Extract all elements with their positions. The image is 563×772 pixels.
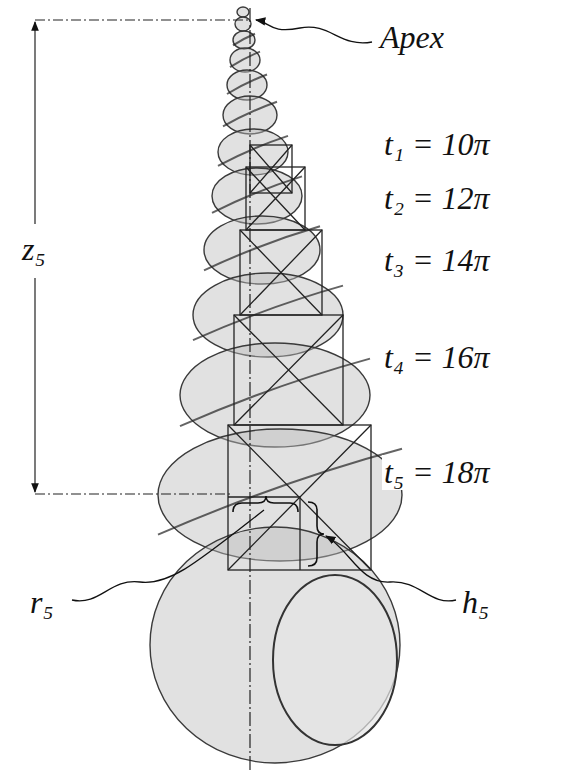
apex-leader	[256, 20, 372, 43]
box-cross	[246, 167, 305, 230]
label-text: t₅ = 18π	[382, 455, 492, 490]
brackets	[233, 496, 324, 566]
shell-whorl	[150, 527, 400, 763]
label-text: h₅	[460, 585, 491, 620]
square-box	[246, 167, 305, 230]
shell-suture	[233, 34, 255, 46]
shell-axis	[249, 8, 250, 770]
shell-suture	[158, 449, 402, 535]
inner-box-lines	[228, 497, 300, 570]
dimension-extension	[35, 19, 250, 20]
square-box	[240, 230, 322, 315]
dimension-line	[34, 278, 35, 492]
shell-suture	[204, 226, 320, 270]
box-cross	[250, 145, 292, 193]
shell-whorls	[150, 7, 402, 763]
r-brace	[233, 496, 298, 512]
r-leader	[72, 510, 264, 601]
label-text: Apex	[378, 20, 446, 55]
h-brace	[308, 502, 324, 566]
shell-suture	[180, 359, 370, 427]
shell-whorl	[237, 7, 249, 17]
dimension-extension	[35, 493, 232, 494]
shell-whorl	[230, 48, 260, 72]
square-box	[250, 145, 292, 193]
label-text: z₅	[20, 232, 48, 267]
shell-whorl	[233, 31, 255, 49]
label-text: t₃ = 14π	[382, 243, 492, 278]
z-dimension	[35, 20, 250, 494]
shell-suture	[227, 75, 267, 95]
label-text: r₅	[28, 585, 56, 620]
shell-aperture	[273, 575, 397, 745]
dimension-line	[34, 22, 35, 224]
label-text: t₂ = 12π	[382, 181, 492, 216]
shell-suture	[230, 52, 260, 68]
leader-lines	[72, 20, 456, 601]
shell-whorl	[235, 17, 251, 31]
h-leader	[326, 536, 456, 601]
label-text: t₁ = 10π	[382, 127, 492, 162]
shell-suture	[212, 176, 302, 212]
label-text: t₄ = 16π	[382, 340, 492, 375]
box-cross	[240, 230, 322, 315]
